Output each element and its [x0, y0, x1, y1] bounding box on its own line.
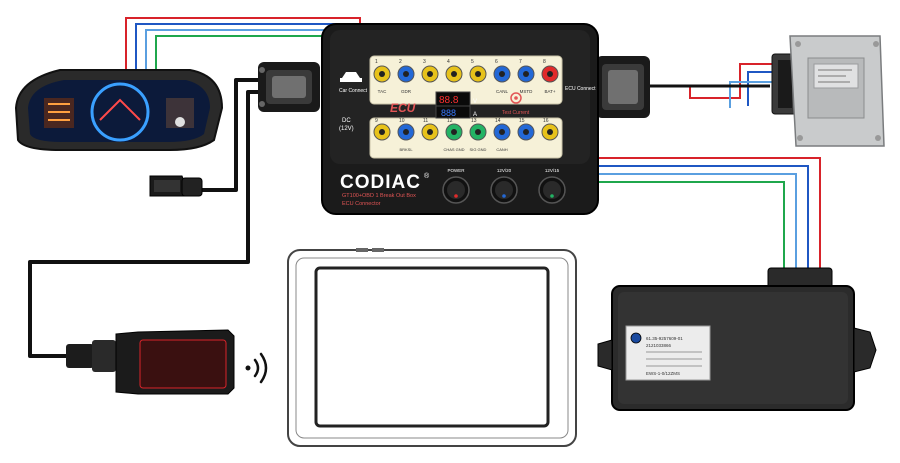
port-number: 6	[495, 59, 498, 65]
wire-lightblue-ecu	[729, 81, 774, 108]
port-number: 12	[447, 118, 453, 124]
voltage-display: 88.8 V	[435, 91, 477, 107]
banana-port-bottom-9[interactable]: 9	[373, 118, 391, 141]
button-label: POWER	[447, 168, 465, 173]
db-connector-left	[258, 62, 320, 112]
port-number: 3	[423, 59, 426, 65]
obd-connector	[149, 175, 203, 197]
port-number: 7	[519, 59, 522, 65]
current-readout: 888	[441, 108, 456, 118]
port-label: TAC	[378, 89, 387, 94]
port-label: BRKSL	[399, 147, 413, 152]
banana-port-bottom-11[interactable]: 11	[421, 118, 439, 141]
dc-voltage-label: (12V)	[339, 126, 354, 132]
port-strip-bottom	[369, 117, 563, 159]
current-display: 888 A	[435, 105, 477, 119]
wire-blue-ecu	[747, 71, 774, 106]
instrument-cluster	[14, 69, 224, 151]
car-icon	[340, 72, 362, 82]
port-label: CHAS GND	[443, 147, 464, 152]
port-number: 8	[543, 59, 546, 65]
port-number: 13	[471, 118, 477, 124]
port-number: 4	[447, 59, 450, 65]
brand-logo: CODIAC	[340, 172, 421, 193]
port-number: 1	[375, 59, 378, 65]
port-number: 10	[399, 118, 405, 124]
voltage-unit: V	[473, 99, 477, 105]
speedometer-gauge	[90, 82, 150, 142]
wire-harness-ecu	[689, 63, 774, 108]
port-label: CANH	[496, 147, 507, 152]
button-label: 12V/15	[545, 168, 560, 173]
port-label: MSTD	[520, 89, 533, 94]
ecu-label: ECU	[390, 101, 416, 115]
banana-port-bottom-15[interactable]: 15	[517, 118, 535, 141]
box-button-row: POWER 12V/20 12V/15	[442, 168, 566, 204]
box-subtitle-line1: GT100+OBD 1 Break Out Box	[342, 193, 416, 199]
port-number: 14	[495, 118, 501, 124]
black-cables	[28, 78, 770, 358]
main-cable-to-vci	[28, 90, 262, 358]
wire-red-ecu	[689, 63, 774, 99]
obd-cable-to-box	[200, 78, 258, 192]
port-number: 11	[423, 118, 428, 124]
banana-port-bottom-16[interactable]: 16	[541, 118, 559, 141]
bmw-logo-icon	[630, 332, 642, 344]
wire-lightblue-bcm	[571, 156, 797, 272]
banana-port-top-3[interactable]: 3	[421, 59, 439, 83]
module-label-line: 2121033866	[646, 343, 672, 348]
vci-dongle	[66, 329, 235, 395]
port-number: 5	[471, 59, 474, 65]
module-label-line: EWS-1-0/12ZMS	[646, 371, 680, 376]
banana-port-top-5[interactable]: 5	[469, 59, 487, 83]
box-subtitle-line2: ECU Connector	[342, 201, 381, 207]
button-label: 12V/20	[497, 168, 512, 173]
wireless-signal-icon	[245, 352, 268, 384]
box-button-1[interactable]: POWER	[442, 168, 470, 204]
port-label: CANL	[496, 89, 509, 94]
vci-dongle-panel	[139, 339, 227, 389]
banana-port-top-4[interactable]: 4	[445, 59, 463, 83]
port-label: SIG GND	[470, 147, 487, 152]
box-button-3[interactable]: 12V/15	[538, 168, 566, 204]
port-number: 2	[399, 59, 402, 65]
brand-registered-mark: ®	[424, 172, 430, 180]
port-label: GDR	[401, 89, 412, 94]
ecu-module	[771, 35, 885, 147]
test-current-icon	[510, 92, 522, 104]
tablet-screen	[314, 266, 550, 428]
port-number: 16	[543, 118, 549, 124]
module-label-line: 61.35-9257609-01	[646, 336, 683, 341]
ecu-connect-label: ECU Connect	[565, 86, 596, 92]
test-current-label: Test Current	[502, 110, 530, 116]
current-unit: A	[473, 112, 477, 118]
box-button-2[interactable]: 12V/20	[490, 168, 518, 204]
tablet	[287, 248, 577, 447]
port-number: 9	[375, 118, 378, 124]
car-connect-label: Car Connect	[339, 88, 368, 94]
db-connector-right	[596, 56, 650, 118]
port-label: BAT+	[544, 89, 555, 94]
dc-label: DC	[342, 118, 351, 124]
voltage-readout: 88.8	[439, 95, 459, 106]
port-number: 15	[519, 118, 525, 124]
